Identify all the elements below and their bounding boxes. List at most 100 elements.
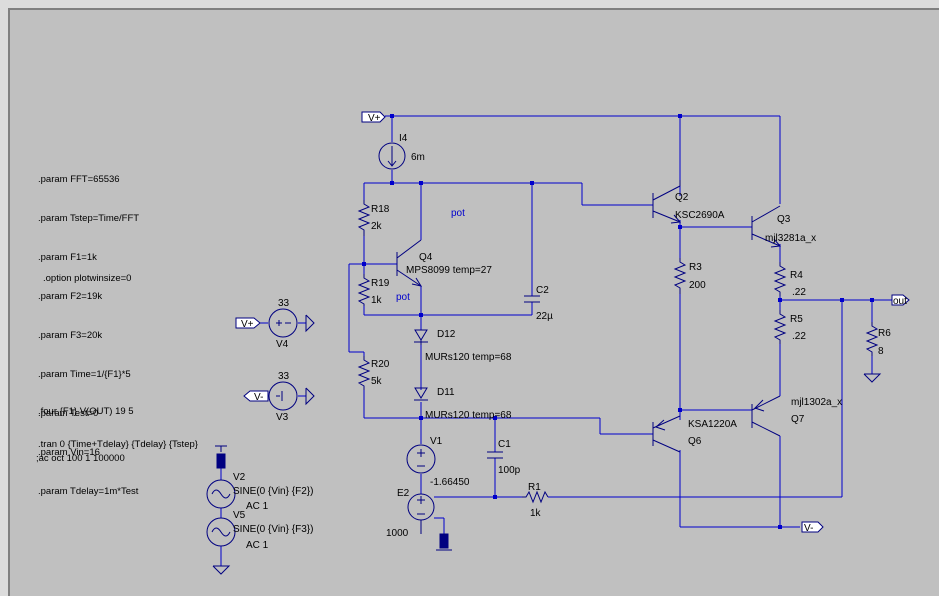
diode-d12[interactable] <box>414 329 428 345</box>
label-v5-ac: AC 1 <box>246 540 269 551</box>
resistor-r1[interactable] <box>522 490 549 504</box>
label-q4-name: Q4 <box>419 252 433 263</box>
label-v3-name: V3 <box>276 412 289 423</box>
ground-icon <box>305 387 315 406</box>
label-q7-name: Q7 <box>791 414 805 425</box>
param-line: .param F1=1k <box>38 252 97 263</box>
svg-text:out: out <box>893 296 907 307</box>
window-frame-top-shadow <box>8 8 939 10</box>
transistor-q7[interactable] <box>751 395 781 437</box>
label-v5-value: SINE(0 {Vin} {F3}) <box>233 524 313 535</box>
label-c2-value: 22µ <box>536 311 553 322</box>
label-r20-name: R20 <box>371 359 390 370</box>
label-v5-name: V5 <box>233 510 246 521</box>
window-frame-top <box>0 0 939 8</box>
wires <box>220 115 892 566</box>
resistor-r5[interactable] <box>773 310 787 344</box>
transistor-q2[interactable] <box>652 180 681 224</box>
transistor-q4[interactable] <box>396 239 423 287</box>
port-v4-plus[interactable]: V+ <box>235 317 261 330</box>
junction-dots <box>362 114 874 529</box>
port-v3-minus[interactable]: V- <box>243 390 269 403</box>
label-e2-name: E2 <box>397 488 410 499</box>
label-r1-name: R1 <box>528 482 541 493</box>
label-v2-value: SINE(0 {Vin} {F2}) <box>233 486 313 497</box>
label-r18-name: R18 <box>371 204 390 215</box>
resistor-r20[interactable] <box>357 356 371 390</box>
label-r6-value: 8 <box>878 346 884 357</box>
label-q3-name: Q3 <box>777 214 791 225</box>
label-r19-name: R19 <box>371 278 390 289</box>
param-line: .param Tstep=Time/FFT <box>38 213 140 224</box>
label-d12-name: D12 <box>437 329 456 340</box>
port-vminus[interactable]: V- <box>801 521 824 534</box>
diode-d11[interactable] <box>414 387 428 401</box>
label-d12-value: MURs120 temp=68 <box>425 352 512 363</box>
capacitor-c2[interactable] <box>524 295 540 303</box>
voltage-source-v4[interactable] <box>268 308 298 338</box>
voltage-source-v3[interactable] <box>268 381 298 411</box>
label-i4-value: 6m <box>411 152 425 163</box>
resistor-r19[interactable] <box>357 274 371 306</box>
param-line: .param Vin=16 <box>38 447 100 458</box>
resistor-r3[interactable] <box>673 258 687 294</box>
label-r19-value: 1k <box>371 295 383 306</box>
label-q7-value: mjl1302a_x <box>791 397 842 408</box>
label-c2-name: C2 <box>536 285 549 296</box>
transistor-q3[interactable] <box>751 205 781 248</box>
voltage-source-v2[interactable] <box>206 479 236 509</box>
label-q3-value: mjl3281a_x <box>765 233 816 244</box>
four-directive[interactable]: .four {F1} V(OUT) 19 5 <box>38 406 134 417</box>
label-pot-1: pot <box>451 208 465 219</box>
controlled-source-e2[interactable] <box>407 493 435 534</box>
ground-icon <box>305 314 315 333</box>
transistor-q6[interactable] <box>652 415 681 453</box>
voltage-source-v5[interactable] <box>206 517 236 547</box>
svg-text:V-: V- <box>254 392 263 403</box>
label-v1-name: V1 <box>430 436 443 447</box>
label-r20-value: 5k <box>371 376 383 387</box>
label-r1-value: 1k <box>530 508 542 519</box>
label-r5-name: R5 <box>790 314 803 325</box>
port-vplus[interactable]: V+ <box>361 111 386 124</box>
svg-text:V+: V+ <box>241 319 254 330</box>
ac-directive[interactable]: ;ac oct 100 1 100000 <box>36 453 125 464</box>
label-q4-value: MPS8099 temp=27 <box>406 265 492 276</box>
label-r3-value: 200 <box>689 280 706 291</box>
label-v2-name: V2 <box>233 472 246 483</box>
label-q2-value: KSC2690A <box>675 210 725 221</box>
voltage-source-v1[interactable] <box>406 444 436 474</box>
window-frame-left <box>0 0 8 596</box>
label-r5-value: .22 <box>792 331 806 342</box>
current-source-i4[interactable] <box>378 142 406 170</box>
com-flag-icon <box>215 445 227 469</box>
param-directives[interactable]: .param FFT=65536 .param Tstep=Time/FFT .… <box>38 147 139 511</box>
param-line: .param FFT=65536 <box>38 174 120 185</box>
label-i4-name: I4 <box>399 133 408 144</box>
param-line: .param F2=19k <box>38 291 103 302</box>
label-q6-value: KSA1220A <box>688 419 737 430</box>
label-q2-name: Q2 <box>675 192 689 203</box>
capacitor-c1[interactable] <box>487 451 503 459</box>
label-r6-name: R6 <box>878 328 891 339</box>
resistor-r4[interactable] <box>773 262 787 296</box>
label-pot-2: pot <box>396 292 410 303</box>
window-frame-left-shadow <box>8 8 10 596</box>
label-e2-value: 1000 <box>386 528 409 539</box>
param-line: .param F3=20k <box>38 330 103 341</box>
label-r18-value: 2k <box>371 221 383 232</box>
label-d11-name: D11 <box>437 387 455 398</box>
port-out[interactable]: out <box>891 294 910 307</box>
label-r4-name: R4 <box>790 270 803 281</box>
ground-icon <box>863 373 882 383</box>
ground-icon <box>212 565 231 575</box>
svg-text:V-: V- <box>804 523 813 534</box>
tran-directive[interactable]: .tran 0 {Time+Tdelay} {Tdelay} {Tstep} <box>38 439 198 450</box>
label-c1-value: 100p <box>498 465 521 476</box>
label-v4-value: 33 <box>278 298 290 309</box>
resistor-r6[interactable] <box>865 322 879 356</box>
resistor-r18[interactable] <box>357 200 371 236</box>
option-directive[interactable]: .option plotwinsize=0 <box>43 273 132 284</box>
label-c1-name: C1 <box>498 439 511 450</box>
